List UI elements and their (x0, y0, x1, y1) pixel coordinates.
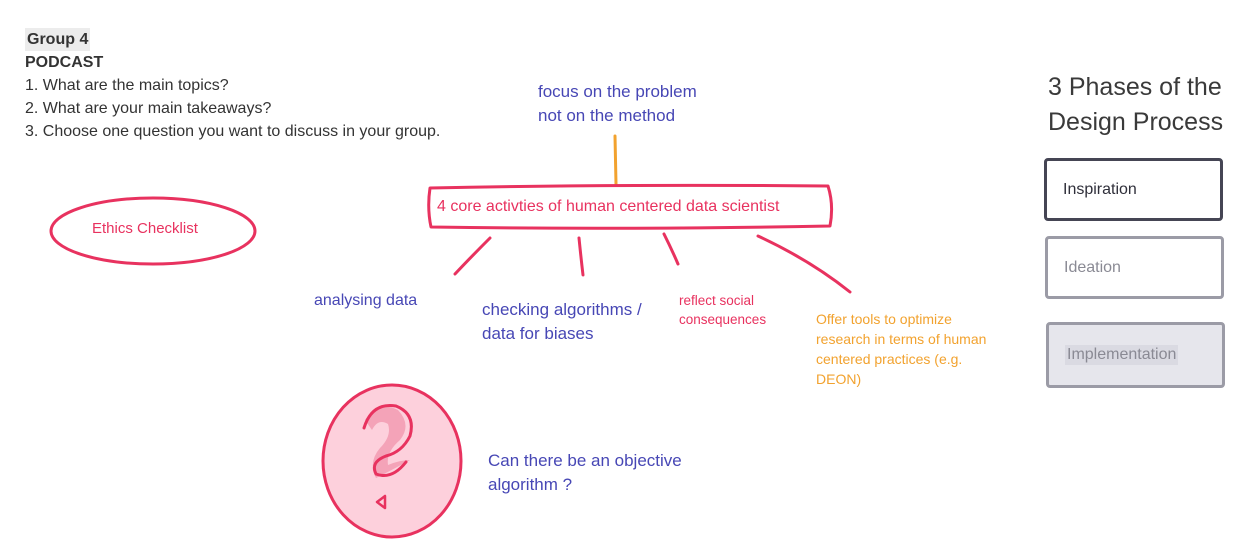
phases-title-line-2: Design Process (1048, 108, 1224, 136)
offer-line-2: research in terms of human (816, 331, 987, 347)
offer-line-3: centered practices (e.g. (816, 351, 963, 367)
branch-reflect (662, 232, 680, 266)
offer-tools-note[interactable]: Offer tools to optimize research in term… (816, 309, 986, 389)
question-3: 3. Choose one question you want to discu… (25, 123, 441, 140)
focus-note[interactable]: focus on the problem not on the method (538, 80, 697, 128)
reflect-consequences-note[interactable]: reflect social consequences (679, 291, 766, 329)
reflect-line-2: consequences (679, 312, 767, 327)
ethics-oval (49, 196, 257, 266)
objective-algorithm-note[interactable]: Can there be an objective algorithm ? (488, 449, 682, 497)
group-label: Group 4 (25, 28, 91, 51)
podcast-title: PODCAST (25, 54, 104, 71)
core-box-outline (427, 183, 834, 230)
phases-title-line-1: 3 Phases of the (1048, 73, 1222, 101)
objective-line-1: Can there be an objective (488, 451, 682, 470)
focus-line-2: not on the method (538, 106, 676, 125)
checking-line-2: data for biases (482, 324, 594, 343)
objective-line-2: algorithm ? (488, 475, 573, 494)
branch-analysing (453, 236, 492, 276)
question-1: 1. What are the main topics? (25, 77, 229, 94)
offer-line-4: DEON) (816, 371, 862, 387)
phase-inspiration-label: Inspiration (1063, 180, 1137, 198)
focus-line-1: focus on the problem (538, 82, 697, 101)
phase-implementation-label: Implementation (1065, 345, 1179, 365)
checking-line-1: checking algorithms / (482, 300, 642, 319)
phase-inspiration[interactable]: Inspiration (1044, 158, 1223, 221)
checking-algorithms-note[interactable]: checking algorithms / data for biases (482, 298, 642, 346)
question-2: 2. What are your main takeaways? (25, 100, 272, 117)
phases-title: 3 Phases of the Design Process (1048, 70, 1223, 140)
branch-offer (756, 234, 852, 294)
phase-implementation[interactable]: Implementation (1046, 322, 1225, 388)
core-activities-label[interactable]: 4 core activties of human centered data … (437, 198, 780, 215)
phase-ideation[interactable]: Ideation (1045, 236, 1224, 299)
podcast-header: Group 4 PODCAST 1. What are the main top… (25, 28, 440, 143)
phase-ideation-label: Ideation (1064, 258, 1121, 276)
focus-connector (613, 134, 618, 186)
offer-line-1: Offer tools to optimize (816, 311, 952, 327)
ethics-checklist-label[interactable]: Ethics Checklist (92, 220, 198, 237)
analysing-data-note[interactable]: analysing data (314, 292, 418, 309)
branch-checking (577, 236, 585, 277)
question-mark-sticker-icon (321, 383, 463, 539)
reflect-line-1: reflect social (679, 293, 755, 308)
